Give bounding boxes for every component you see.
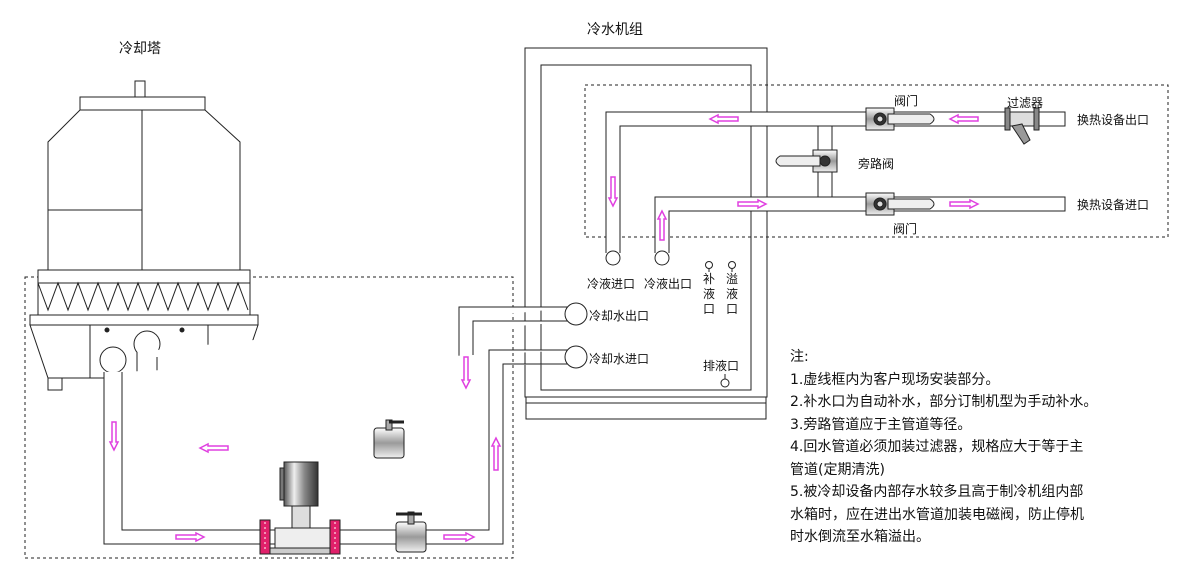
notes-title: 注:	[790, 349, 809, 365]
flow-arrow	[948, 113, 979, 125]
small-ports	[705, 261, 736, 388]
tower-return-valve	[373, 419, 405, 459]
tower-supply-valve	[395, 511, 427, 553]
flow-arrow	[949, 198, 980, 210]
flow-arrow	[656, 209, 668, 241]
filter	[1004, 107, 1040, 145]
top-valve	[865, 107, 935, 131]
note-item: 2.补水口为自动补水，部分订制机型为手动补水。	[790, 394, 1098, 410]
notes-block: 注: 1.虚线框内为客户现场安装部分。 2.补水口为自动补水，部分订制机型为手动…	[790, 346, 1190, 549]
flow-arrow	[108, 421, 120, 452]
chiller-unit	[524, 47, 768, 420]
note-item: 4.回水管道必须加装过滤器，规格应大于等于主 管道(定期清洗)	[790, 439, 1084, 478]
cooling-water-outlet-label: 冷却水出口	[589, 309, 650, 323]
note-item: 3.旁路管道应于主管道等径。	[790, 416, 972, 433]
valve-bottom-label: 阀门	[893, 222, 918, 236]
flow-arrow	[175, 531, 206, 543]
cooling-tower	[29, 80, 259, 391]
flow-arrow	[460, 356, 472, 390]
pipes	[103, 111, 1066, 545]
cooling-tower-label: 冷却塔	[119, 41, 161, 57]
flow-arrow	[198, 442, 229, 454]
bottom-valve	[865, 192, 935, 216]
flow-arrow	[607, 176, 619, 208]
flow-arrow	[490, 436, 502, 471]
drain-port-label: 排液口	[703, 359, 740, 373]
overflow-port-label: 溢液口	[725, 272, 738, 316]
cooling-water-inlet-label: 冷却水进口	[589, 352, 650, 366]
flow-arrow	[708, 113, 739, 125]
bypass-valve-label: 旁路阀	[858, 157, 895, 171]
flow-arrow	[737, 198, 768, 210]
chiller-unit-label: 冷水机组	[587, 22, 643, 38]
pump	[259, 461, 341, 555]
hx-inlet-label: 换热设备进口	[1077, 198, 1150, 212]
flow-arrow	[443, 531, 476, 543]
valve-top-label: 阀门	[894, 94, 919, 108]
site-install-box-top	[584, 84, 1169, 238]
coolant-inlet-label: 冷液进口	[587, 277, 636, 291]
note-item: 1.虚线框内为客户现场安装部分。	[790, 371, 1000, 388]
coolant-outlet-label: 冷液出口	[644, 277, 693, 291]
note-item: 5.被冷却设备内部存水较多且高于制冷机组内部 水箱时，应在进出水管道加装电磁阀，…	[790, 484, 1084, 545]
makeup-port-label: 补液口	[702, 272, 715, 316]
hx-outlet-label: 换热设备出口	[1077, 113, 1150, 127]
bypass-valve	[775, 149, 838, 173]
filter-label: 过滤器	[1007, 96, 1044, 110]
flow-arrows	[108, 113, 980, 543]
